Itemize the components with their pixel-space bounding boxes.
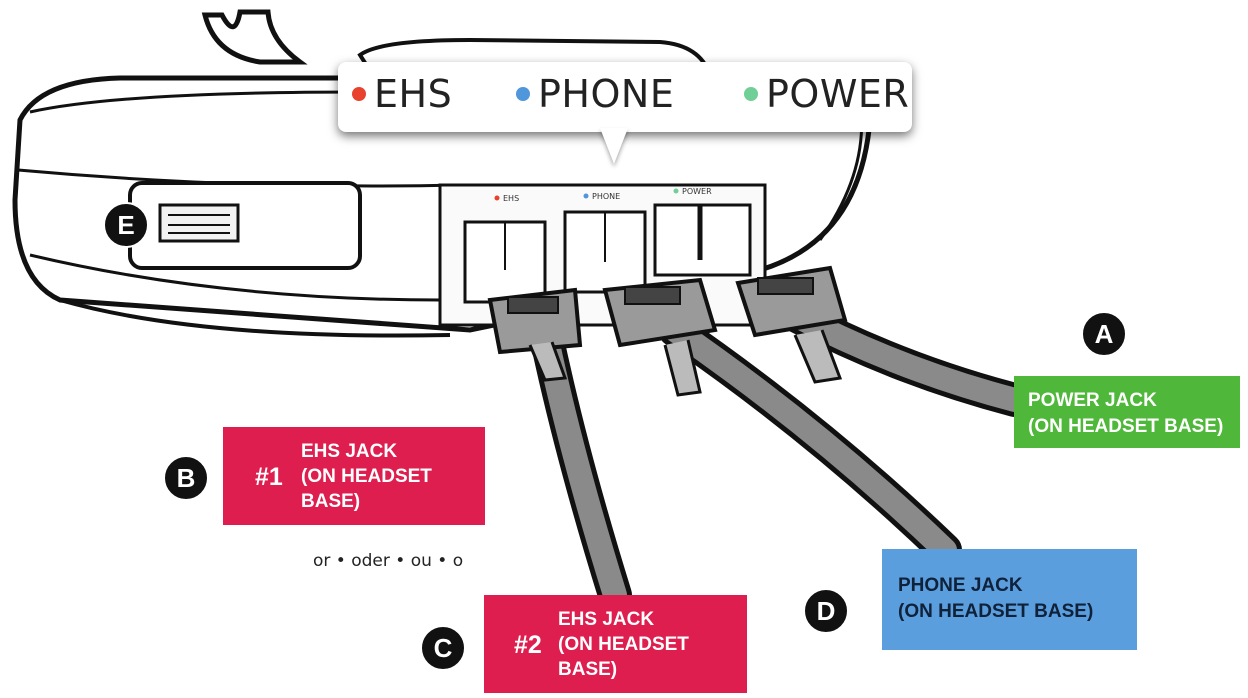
ehs-jack-2-title: EHS JACK — [558, 609, 655, 630]
legend-callout: EHS PHONE POWER — [338, 62, 912, 132]
legend-item-phone: PHONE — [516, 72, 674, 116]
port-ehs-socket — [463, 220, 547, 304]
badge-a: A — [1081, 311, 1127, 357]
legend-callout-pointer — [600, 128, 628, 164]
power-dot-icon — [744, 87, 758, 101]
legend-label-power: POWER — [766, 72, 910, 116]
power-jack-tag: POWER JACK (ON HEADSET BASE) — [1014, 376, 1240, 448]
port-label-phone: PHONE — [592, 192, 620, 201]
ehs-jack-1-line3: BASE) — [301, 491, 361, 512]
ehs-jack-1-number: #1 — [255, 463, 283, 491]
badge-c: C — [420, 625, 466, 671]
port-phone-socket — [563, 210, 647, 294]
port-label-power: POWER — [682, 187, 712, 196]
plug-power — [735, 265, 848, 384]
phone-jack-tag: PHONE JACK (ON HEADSET BASE) — [882, 549, 1137, 650]
ehs-jack-2-number: #2 — [514, 631, 542, 659]
power-jack-subtitle: (ON HEADSET BASE) — [1028, 416, 1224, 437]
ehs-jack-2-tag: EHS JACK #2 (ON HEADSET BASE) — [484, 595, 747, 693]
phone-jack-subtitle: (ON HEADSET BASE) — [898, 601, 1094, 622]
legend-label-ehs: EHS — [374, 72, 453, 116]
ehs-jack-1-title: EHS JACK — [301, 441, 398, 462]
plug-ehs — [487, 287, 583, 382]
legend-item-power: POWER — [744, 72, 909, 116]
ehs-jack-1-line2: (ON HEADSET — [301, 466, 432, 487]
base-top-rim — [29, 90, 361, 114]
cable-phone — [658, 313, 962, 567]
ehs-dot-icon — [352, 87, 366, 101]
or-separator-text: or • oder • ou • o — [313, 551, 464, 571]
cable-power — [778, 298, 1032, 417]
port-power-socket — [653, 203, 752, 277]
power-jack-title: POWER JACK — [1028, 390, 1157, 411]
side-port-connector — [158, 203, 240, 243]
legend-item-ehs: EHS — [352, 72, 452, 116]
badge-d: D — [803, 588, 849, 634]
phone-dot-icon — [516, 87, 530, 101]
badge-e: E — [103, 202, 149, 248]
ehs-jack-2-line3: BASE) — [558, 659, 618, 680]
plug-phone — [602, 277, 718, 397]
legend-label-phone: PHONE — [538, 72, 675, 116]
port-label-ehs: EHS — [503, 194, 519, 203]
headset-arm — [201, 9, 308, 65]
ehs-jack-2-line2: (ON HEADSET — [558, 634, 689, 655]
badge-b: B — [163, 455, 209, 501]
base-bottom — [59, 298, 451, 338]
ehs-jack-1-tag: EHS JACK #1 (ON HEADSET BASE) — [223, 427, 485, 525]
phone-jack-title: PHONE JACK — [898, 575, 1023, 596]
base-band-lower — [29, 253, 441, 302]
